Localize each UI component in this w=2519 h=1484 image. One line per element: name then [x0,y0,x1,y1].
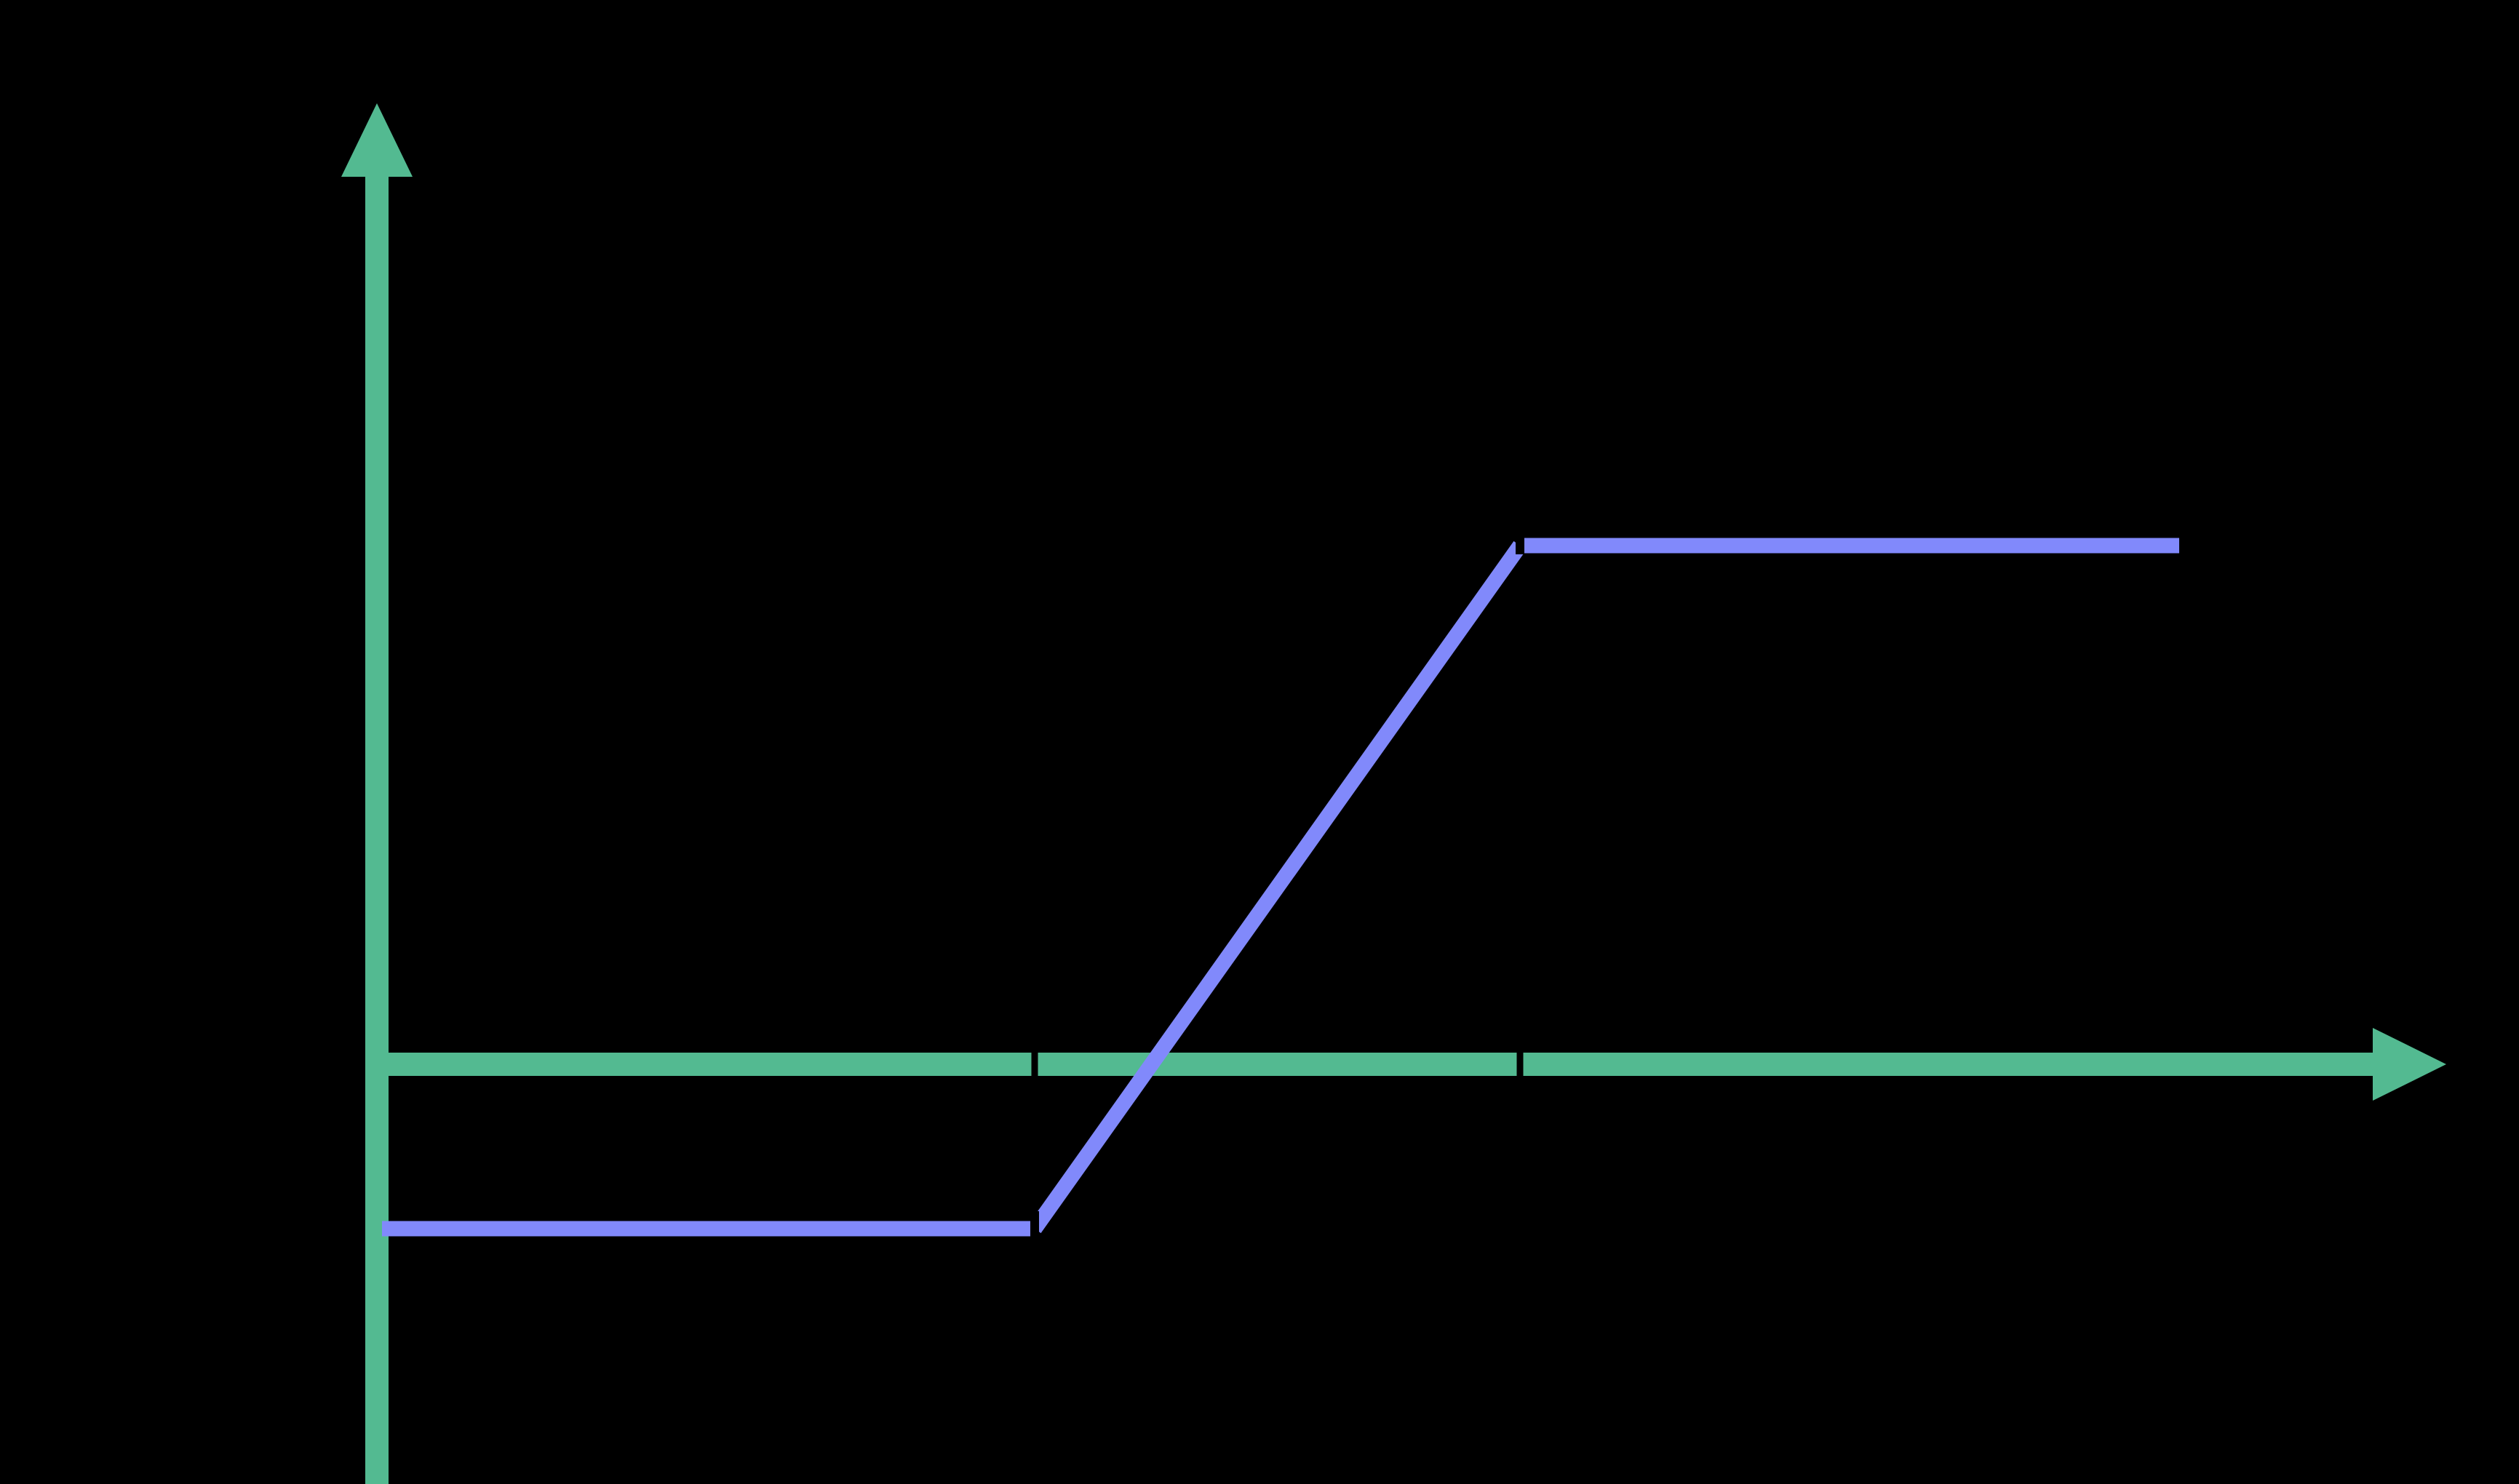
axes-group [341,103,2446,1484]
function-curve-group [382,528,2179,1237]
x-axis-arrowhead-icon [2373,1028,2446,1101]
knee-marker-upper [1516,528,1524,554]
curve-segment-ramp [1028,540,1527,1234]
x-axis-tick-group [1031,1051,1524,1077]
knee-marker-lower [1030,1211,1039,1237]
y-axis-arrowhead-icon [341,103,413,177]
knee-marker-group [1030,528,1524,1237]
